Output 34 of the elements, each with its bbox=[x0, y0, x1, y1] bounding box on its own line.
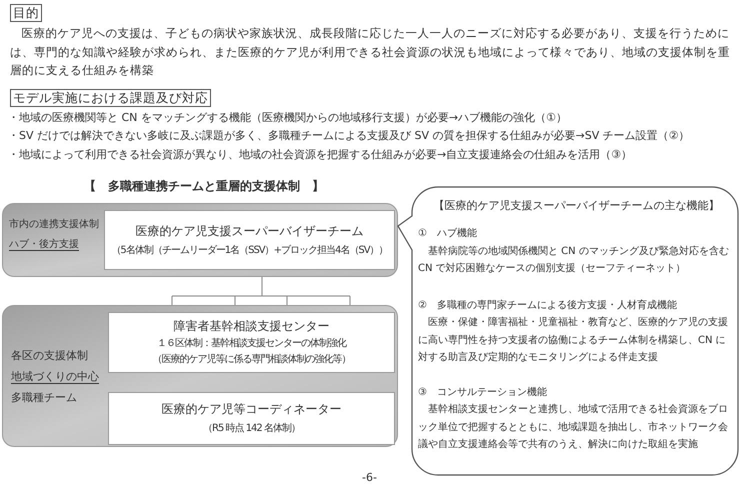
function-heading: ③ コンサルテーション機能 bbox=[418, 386, 548, 400]
function-description: 医療・保健・障害福祉・児童福祉・教育など、医療的ケア児の支援に高い専門性を持つ支援者の協働によるチーム体制を構築し、CN に対する助言及び定期的なモニタリングによる伴走支援 bbox=[418, 316, 729, 365]
tier-label: 各区の支援体制 bbox=[11, 348, 89, 364]
tier-label: 地域づくりの中心 bbox=[11, 369, 99, 385]
function-heading: ② 多職種の専門家チームによる後方支援・人材育成機能 bbox=[418, 298, 678, 312]
tier-panel bbox=[2, 203, 398, 277]
box-note: １６区体制：基幹相談支援センターの体制強化 bbox=[157, 337, 346, 350]
section-heading: 目的 bbox=[10, 4, 42, 22]
purpose-paragraph: 医療的ケア児への支援は、子どもの病状や家族状況、成長段階に応じた一人一人のニーズに対応する必要があり、支援を行うためには、専門的な知識や経験が求められ、また医療的ケア児が利用できる社会資源の状況も地域によって様々であり、地域の支援体制を重層的に支える仕組みを構築 bbox=[10, 25, 731, 79]
connector-line bbox=[172, 276, 350, 306]
section-heading: モデル実施における課題及び対応 bbox=[10, 89, 211, 107]
box-title: 障害者基幹相談支援センター bbox=[174, 319, 330, 334]
tier-label: 市内の連携支援体制 bbox=[9, 218, 99, 232]
callout-heading: 【医療的ケア児支援スーパーバイザーチームの主な機能】 bbox=[432, 198, 720, 214]
tier-panel bbox=[2, 305, 398, 447]
bullet-item: ・地域によって利用できる社会資源が異なり、地域の社会資源を把握する仕組みが必要→自立支援連絡会の仕組みを活用（③） bbox=[8, 147, 634, 163]
page-number: -6- bbox=[362, 471, 377, 485]
box-title: 医療的ケア児等コーディネーター bbox=[162, 402, 342, 417]
coordinator-box bbox=[108, 392, 395, 445]
center-box bbox=[108, 312, 395, 373]
team-box bbox=[104, 210, 395, 270]
box-note: （医療的ケア児等に係る専門相談体制の強化等） bbox=[152, 353, 350, 366]
bullet-item: ・地域の医療機関等と CN をマッチングする機能（医療機関からの地域移行支援）が必要→ハブ機能の強化（①） bbox=[8, 110, 568, 126]
function-description: 基幹病院等の地域関係機関と CN のマッチング及び緊急対応を含む CN で対応困難なケースの個別支援（セーフティーネット） bbox=[418, 244, 730, 276]
box-note: （5名体制（チームリーダー1名（SSV）+ブロック担当4名（SV）） bbox=[111, 244, 388, 256]
tier-label: 多職種チーム bbox=[11, 390, 78, 406]
bullet-item: ・SV だけでは解決できない多岐に及ぶ課題が多く、多職種チームによる支援及び SV の質を担保する仕組みが必要→SV チーム設置（②） bbox=[8, 128, 691, 144]
function-description: 基幹相談支援センターと連携し、地域で活用できる社会資源をブロック単位で把握するとともに、地域課題を抽出し、市ネットワーク会議や自立支援連絡会等で共有のうえ、解決に向けた取組を実施 bbox=[418, 402, 729, 452]
tier-label: ハブ・後方支援 bbox=[9, 238, 80, 252]
box-note: （R5 時点 142 名体制） bbox=[203, 422, 300, 435]
function-heading: ① ハブ機能 bbox=[418, 226, 478, 241]
speech-bubble bbox=[397, 186, 739, 476]
diagram-title: 【 多職種連携チームと重層的支援体制 】 bbox=[84, 178, 324, 194]
box-title: 医療的ケア児支援スーパーバイザーチーム bbox=[136, 224, 364, 238]
